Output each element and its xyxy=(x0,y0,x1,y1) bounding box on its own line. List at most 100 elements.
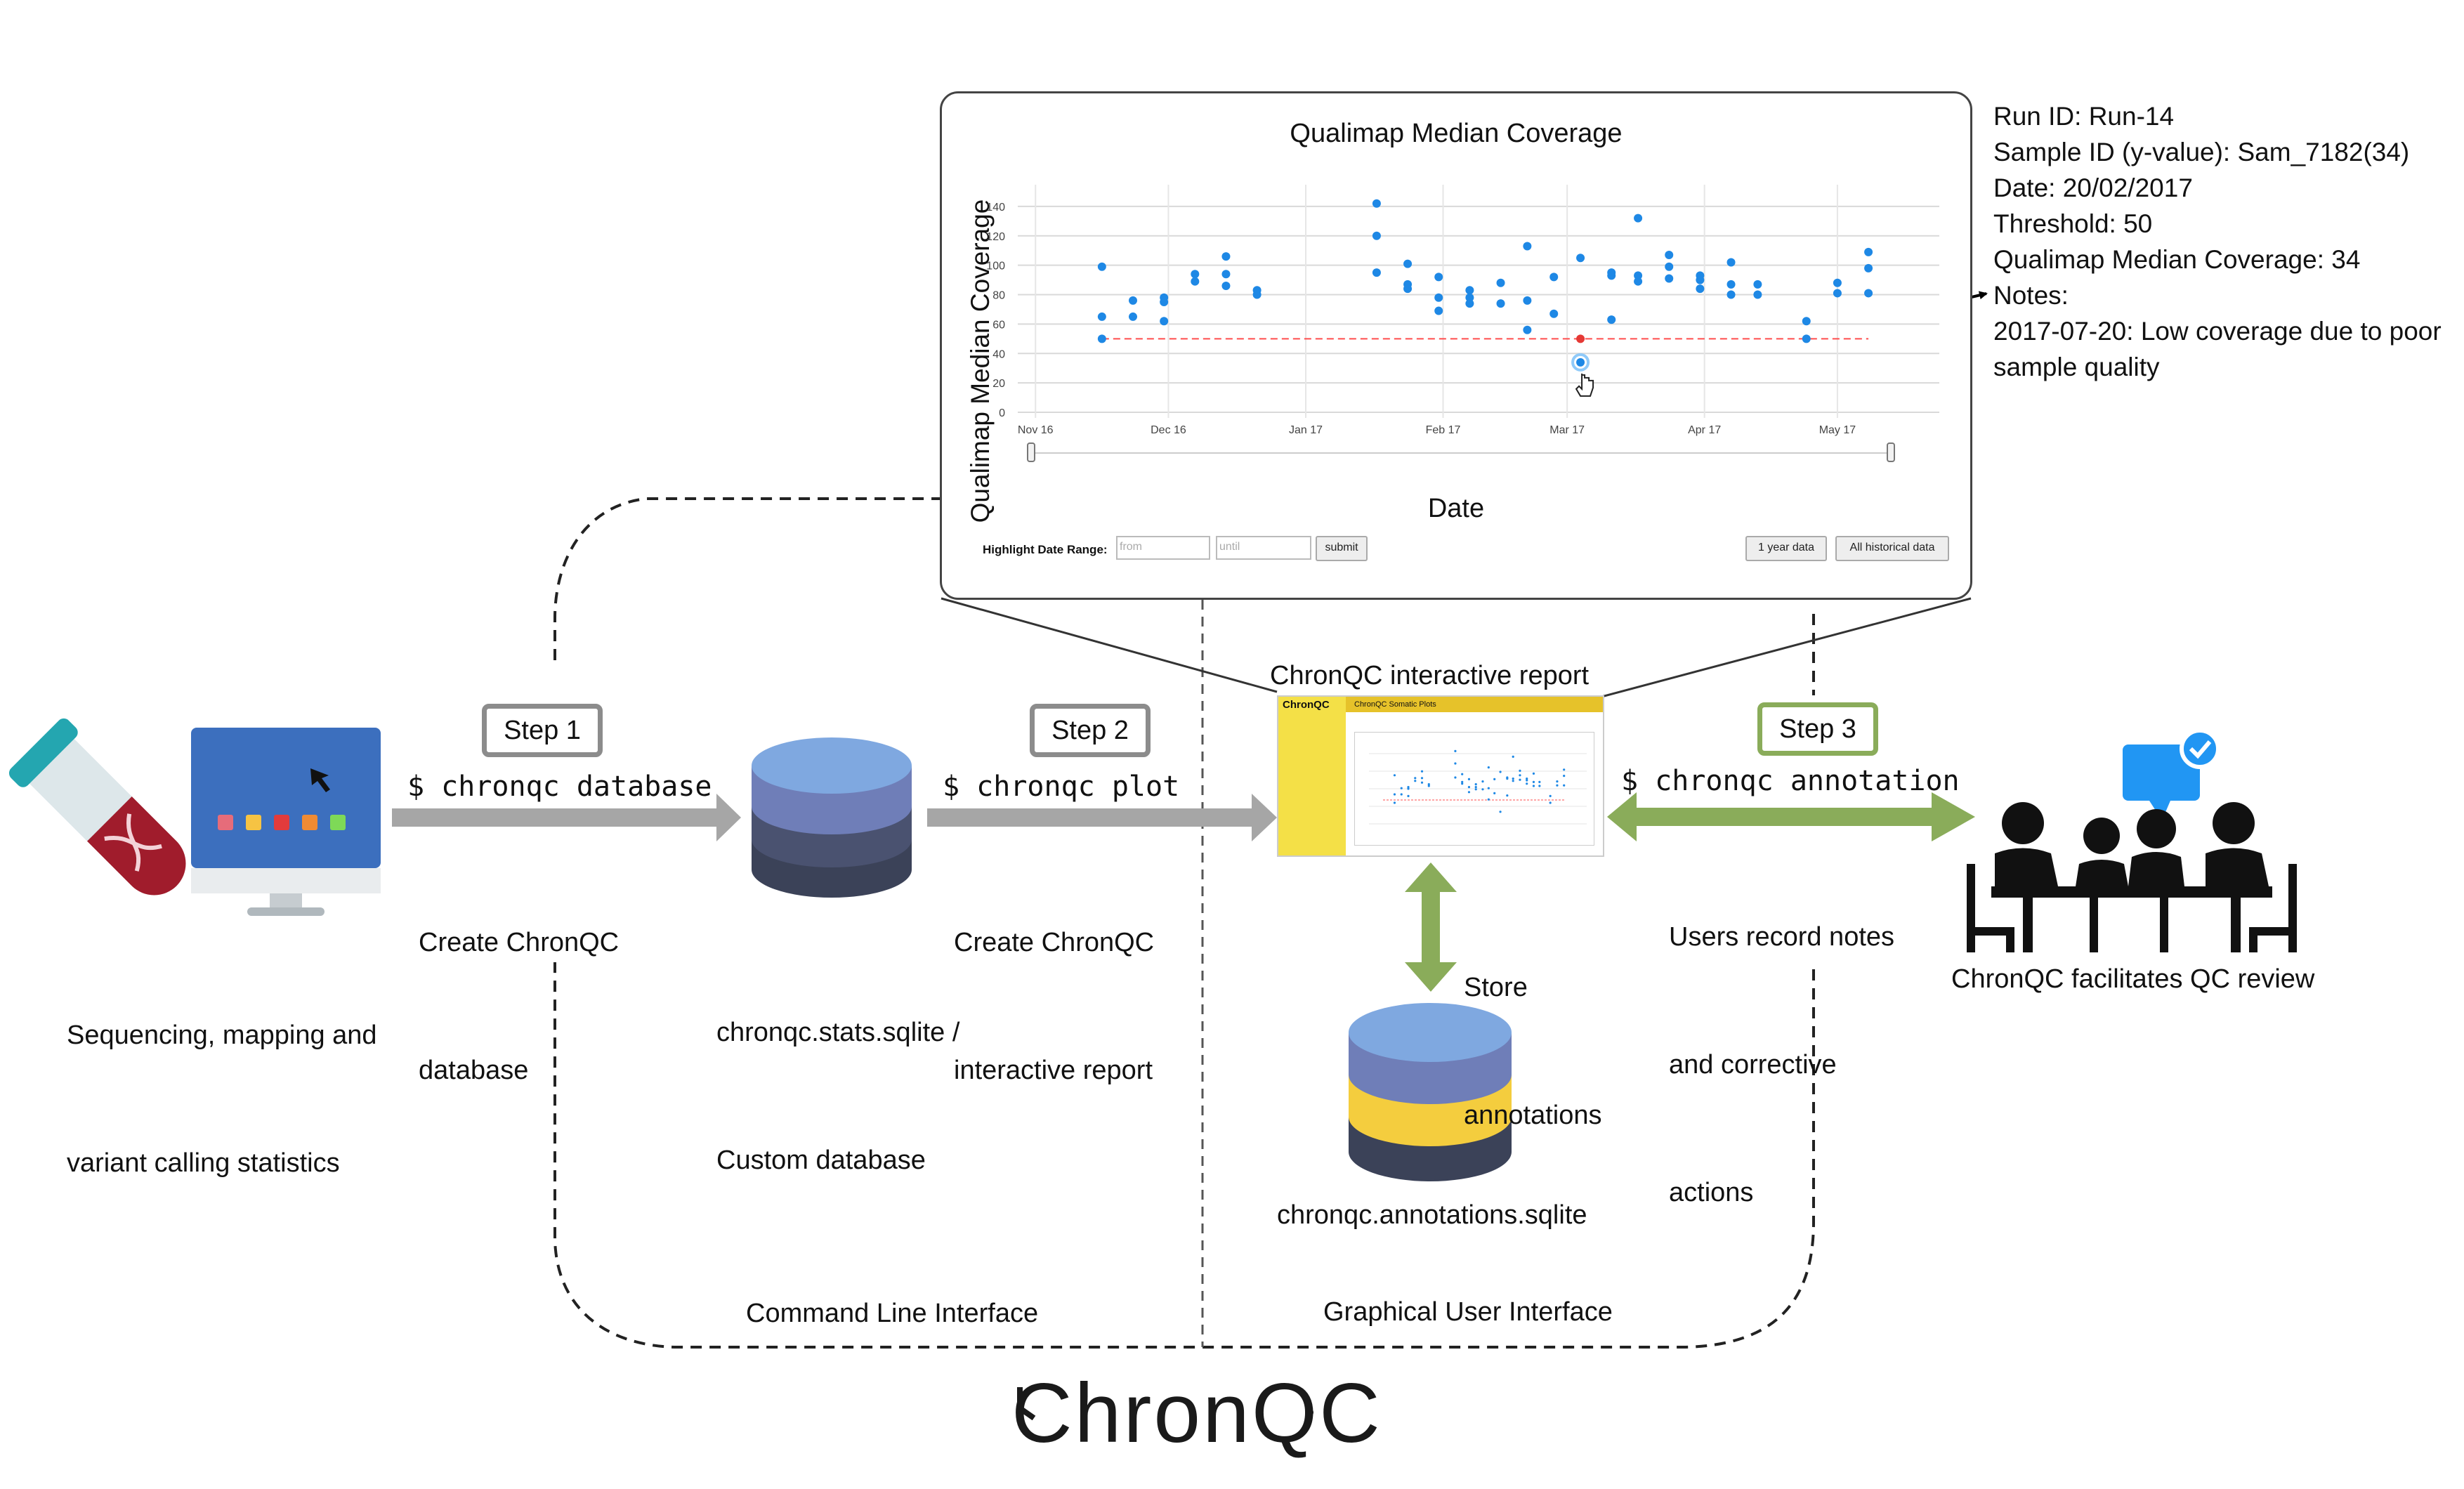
step2-badge: Step 2 xyxy=(1030,704,1151,757)
thumbnail-data-point xyxy=(1420,781,1424,784)
data-point xyxy=(1097,262,1106,271)
data-point xyxy=(1434,306,1443,315)
submit-button[interactable]: submit xyxy=(1316,536,1368,561)
data-point xyxy=(1191,277,1200,286)
step1-arrow xyxy=(392,794,741,841)
y-tick-label: 20 xyxy=(992,378,1005,390)
thumbnail-data-point xyxy=(1499,811,1502,813)
hand-cursor-icon xyxy=(1575,373,1594,397)
x-tick-label: Mar 17 xyxy=(1549,424,1585,436)
data-point xyxy=(1726,258,1736,267)
y-tick-label: 100 xyxy=(986,261,1005,273)
zoom-connector-right xyxy=(1601,597,1972,698)
thumbnail-data-point xyxy=(1427,783,1430,786)
date-from-input[interactable]: from xyxy=(1116,536,1210,560)
data-point xyxy=(1465,286,1474,295)
chart-x-axis-label: Date xyxy=(1427,494,1485,523)
thumbnail-data-point xyxy=(1461,782,1464,785)
data-point xyxy=(1097,334,1106,343)
store-annotations-caption-line: Store xyxy=(1464,972,1528,1002)
thumbnail-data-point xyxy=(1467,791,1471,794)
highlight-date-range-label: Highlight Date Range: xyxy=(983,543,1108,556)
one-year-data-button[interactable]: 1 year data xyxy=(1745,536,1827,561)
y-tick-label: 140 xyxy=(986,202,1005,214)
thumbnail-data-point xyxy=(1526,778,1528,780)
data-point xyxy=(1864,263,1873,273)
thumbnail-data-point xyxy=(1493,778,1496,780)
thumbnail-data-point xyxy=(1549,801,1552,804)
data-point xyxy=(1465,299,1474,308)
step1-description-line: Create ChronQC xyxy=(419,927,620,957)
date-until-input[interactable]: until xyxy=(1216,536,1311,560)
stats-database-caption-line: Custom database xyxy=(716,1145,926,1175)
input-caption: Sequencing, mapping and variant calling … xyxy=(67,929,377,1270)
thumbnail-data-point xyxy=(1393,774,1396,777)
step2-description-line: Create ChronQC xyxy=(954,927,1155,957)
data-point xyxy=(1129,296,1137,305)
data-point xyxy=(1696,275,1705,284)
data-point xyxy=(1496,299,1505,308)
thumbnail-data-point xyxy=(1481,788,1484,791)
thumbnail-data-point xyxy=(1427,785,1430,787)
thumbnail-data-point xyxy=(1556,784,1559,787)
data-point xyxy=(1576,358,1585,367)
thumbnail-data-point xyxy=(1467,778,1471,780)
y-tick-label: 80 xyxy=(992,290,1005,302)
range-slider-right-handle xyxy=(1887,442,1895,462)
x-tick-label: Jan 17 xyxy=(1289,424,1323,436)
data-point xyxy=(1403,284,1413,294)
step1-description-line: database xyxy=(419,1055,529,1085)
thumbnail-data-point xyxy=(1549,794,1552,797)
thumbnail-data-point xyxy=(1487,787,1490,789)
report-thumbnail-chart-svg xyxy=(1369,749,1587,825)
thumbnail-data-point xyxy=(1519,774,1521,777)
report-thumbnail: ChronQC ChronQC Somatic Plots xyxy=(1277,695,1604,857)
thumbnail-data-point xyxy=(1474,788,1477,791)
step3-description-line: Users record notes xyxy=(1669,921,1895,952)
team-meeting-icon xyxy=(1967,728,2297,952)
data-point xyxy=(1753,280,1762,289)
data-point xyxy=(1802,334,1811,343)
annotations-database-icon xyxy=(1349,1003,1512,1181)
dna-test-tube-icon xyxy=(8,718,186,896)
step3-double-arrow xyxy=(1607,792,1975,841)
gui-region-label: Graphical User Interface xyxy=(1323,1297,1613,1327)
point-tooltip: Run ID: Run-14 Sample ID (y-value): Sam_… xyxy=(1993,98,2442,385)
data-point xyxy=(1833,289,1842,298)
data-point xyxy=(1833,278,1842,287)
threshold-breach-point xyxy=(1576,334,1585,343)
step3-description-line: actions xyxy=(1669,1178,1754,1208)
thumbnail-data-point xyxy=(1493,792,1496,794)
step3-description: Users record notes and corrective action… xyxy=(1669,830,1894,1300)
data-point xyxy=(1252,290,1262,299)
thumbnail-data-point xyxy=(1512,780,1514,782)
thumbnail-data-point xyxy=(1454,776,1457,779)
input-caption-line: Sequencing, mapping and xyxy=(67,1020,377,1050)
chronqc-logo: ChronQC xyxy=(1011,1359,1405,1483)
thumbnail-data-point xyxy=(1499,770,1502,773)
data-point xyxy=(1634,277,1643,286)
data-point xyxy=(1403,259,1413,268)
step1-command: $ chronqc database xyxy=(407,770,712,803)
chronqc-logo-mark: ChronQC xyxy=(1011,1366,1380,1460)
thumbnail-data-point xyxy=(1414,780,1417,782)
data-point xyxy=(1465,293,1474,302)
data-point xyxy=(1726,280,1736,289)
step1-badge: Step 1 xyxy=(482,704,603,757)
thumbnail-data-point xyxy=(1563,775,1566,778)
step2-description: Create ChronQC interactive report xyxy=(954,836,1154,1177)
all-historical-data-button[interactable]: All historical data xyxy=(1835,536,1949,561)
thumbnail-data-point xyxy=(1393,793,1396,796)
data-point xyxy=(1496,278,1505,287)
step2-arrow xyxy=(927,794,1277,841)
data-point xyxy=(1191,270,1200,279)
report-caption: ChronQC interactive report xyxy=(1270,661,1590,690)
data-point xyxy=(1434,273,1443,282)
step1-description: Create ChronQC database xyxy=(419,836,619,1177)
thumbnail-data-point xyxy=(1481,780,1484,783)
thumbnail-data-point xyxy=(1393,801,1396,804)
range-slider-left-handle xyxy=(1027,442,1035,462)
thumbnail-data-point xyxy=(1538,785,1541,787)
thumbnail-data-point xyxy=(1519,778,1521,781)
